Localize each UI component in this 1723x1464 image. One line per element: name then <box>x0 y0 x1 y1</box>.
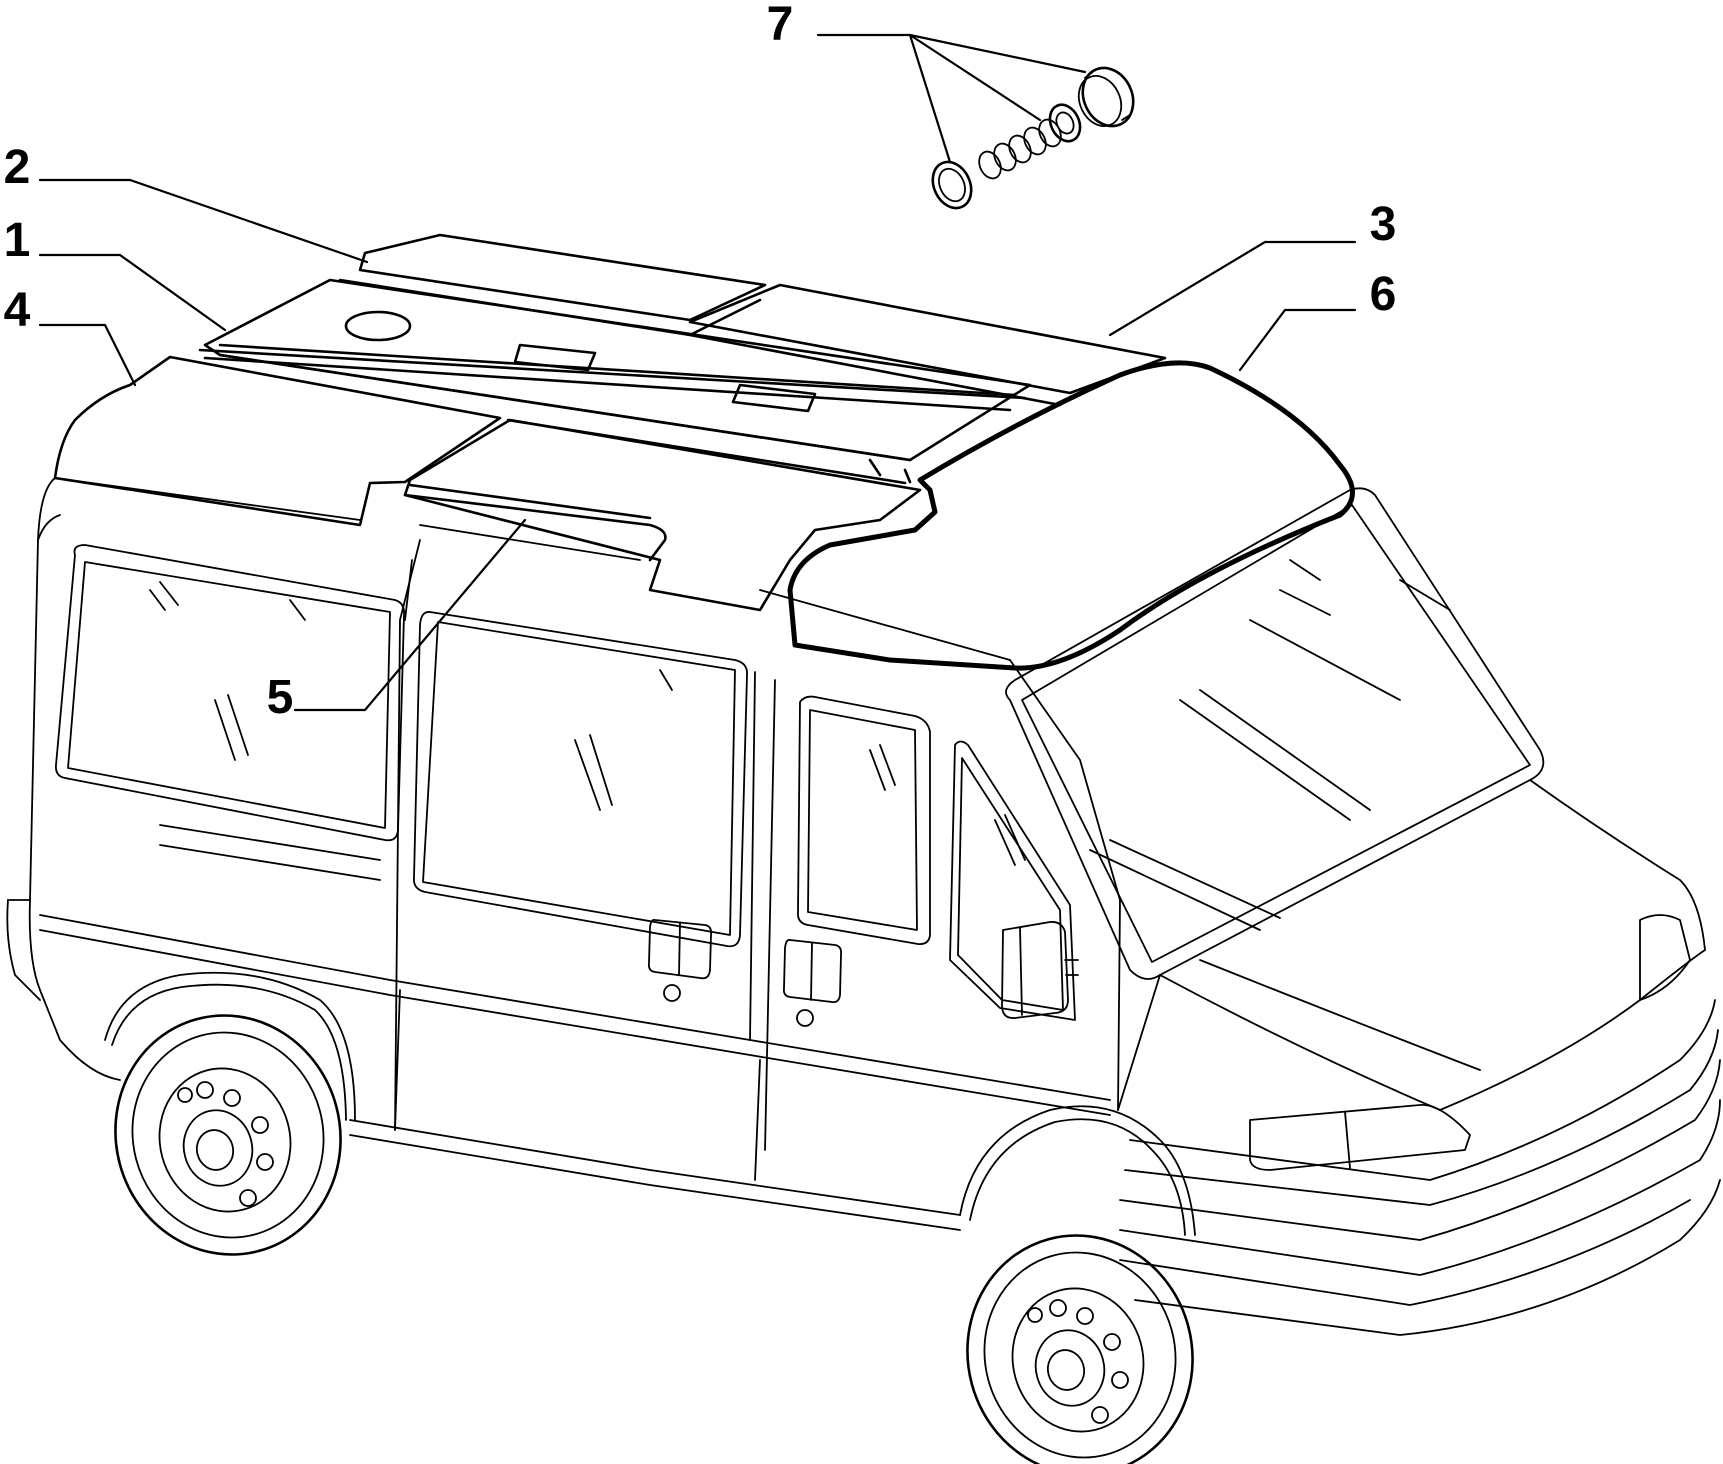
rear-wheel <box>114 1014 342 1256</box>
callout-2: 2 <box>4 141 31 194</box>
leader-1 <box>38 253 227 332</box>
callout-7: 7 <box>767 0 794 51</box>
callout-3: 3 <box>1370 198 1397 251</box>
callout-6: 6 <box>1370 268 1397 321</box>
leader-4 <box>38 323 137 387</box>
roof-panel-3-front-right <box>688 283 1167 407</box>
callout-1: 1 <box>4 214 31 267</box>
roof-panel-5-section <box>403 418 922 612</box>
roof-trim-strip <box>198 348 1027 412</box>
roof-panel-4-rear <box>53 355 502 527</box>
leader-2 <box>38 178 369 264</box>
leader-5 <box>293 518 527 712</box>
leader-lines <box>38 33 1357 712</box>
roof-panel-1-middle <box>203 278 1032 462</box>
callout-4: 4 <box>4 284 31 337</box>
van-body-outline <box>6 477 1721 1336</box>
callout-5: 5 <box>267 671 294 724</box>
windshield-header-seal-6 <box>787 360 1355 671</box>
leader-7 <box>816 33 952 164</box>
roof-panel-2-front-left <box>338 233 767 337</box>
leader-6 <box>1238 308 1357 372</box>
leader-3 <box>1108 240 1357 337</box>
callouts: 7 2 1 4 5 3 6 <box>4 0 1397 724</box>
fastener-set-7 <box>931 66 1135 210</box>
front-wheel <box>966 1234 1194 1464</box>
